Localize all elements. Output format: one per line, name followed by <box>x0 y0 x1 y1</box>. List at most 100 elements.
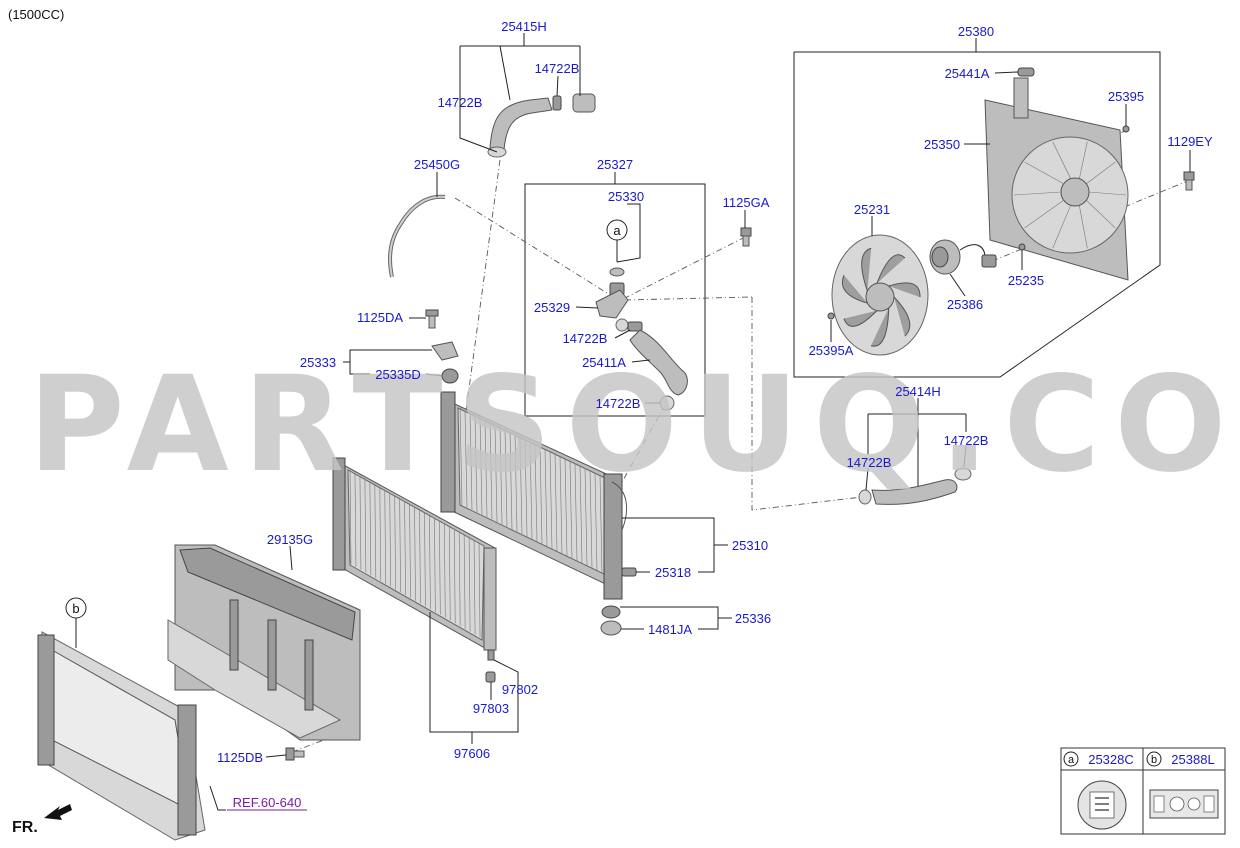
label-25335D[interactable]: 25335D <box>375 367 421 382</box>
label-1129EY[interactable]: 1129EY <box>1167 134 1213 149</box>
group-box-25380 <box>793 51 1161 378</box>
condenser-fin <box>409 503 411 598</box>
label-14722B-f[interactable]: 14722B <box>847 455 892 470</box>
shroud-spoke <box>1052 141 1071 179</box>
shroud-spoke <box>1079 205 1088 249</box>
condenser-fin <box>394 495 396 590</box>
radiator-fin <box>584 468 588 566</box>
label-25329[interactable]: 25329 <box>534 300 570 315</box>
label-25395[interactable]: 25395 <box>1108 89 1144 104</box>
callout-circle-a <box>606 219 628 241</box>
shroud-spoke <box>1013 191 1062 196</box>
label-25327[interactable]: 25327 <box>597 157 633 172</box>
radiator-fin <box>489 422 493 520</box>
legend-a-part[interactable]: 25328C <box>1088 752 1134 767</box>
radiator-fin <box>504 429 508 527</box>
radiator-fin <box>494 424 498 522</box>
label-25411A[interactable]: 25411A <box>582 355 626 370</box>
legend-b-letter: b <box>1151 754 1157 766</box>
radiator-fin <box>559 456 563 554</box>
condenser-97606 <box>332 457 497 661</box>
label-25386[interactable]: 25386 <box>947 297 983 312</box>
label-25330[interactable]: 25330 <box>608 189 644 204</box>
condenser-fin <box>424 512 426 607</box>
label-25231[interactable]: 25231 <box>854 202 890 217</box>
label-97606[interactable]: 97606 <box>454 746 490 761</box>
label-25333[interactable]: 25333 <box>300 355 336 370</box>
condenser-fin <box>389 492 392 587</box>
label-25395A[interactable]: 25395A <box>809 343 854 358</box>
condenser-fin <box>374 484 377 579</box>
condenser-fin <box>453 529 456 624</box>
label-29135G[interactable]: 29135G <box>267 532 313 547</box>
condenser-fin <box>468 537 471 632</box>
radiator-fin <box>574 463 578 561</box>
label-14722B-c[interactable]: 14722B <box>563 331 608 346</box>
label-1481JA[interactable]: 1481JA <box>648 622 692 637</box>
radiator-fin <box>524 439 528 537</box>
shroud-spoke <box>1024 199 1064 229</box>
plug-97803 <box>485 671 496 683</box>
radiator-fin <box>499 427 503 525</box>
callout-a-letter: a <box>613 223 621 238</box>
shroud-spoke <box>1086 200 1116 229</box>
label-14722B-d[interactable]: 14722B <box>596 396 641 411</box>
mount-25336 <box>600 605 622 636</box>
label-14722B-e[interactable]: 14722B <box>944 433 989 448</box>
fan-25231 <box>831 234 929 356</box>
label-1125GA[interactable]: 1125GA <box>723 195 770 210</box>
condenser-fin <box>349 469 352 565</box>
condenser-fin <box>458 531 461 626</box>
condenser-fin <box>443 523 446 618</box>
label-1125DB[interactable]: 1125DB <box>217 750 263 765</box>
label-25450G[interactable]: 25450G <box>414 157 460 172</box>
label-97802[interactable]: 97802 <box>502 682 538 697</box>
watermark-text: PARTSOUQ.COM <box>28 348 1240 502</box>
radiator-fin <box>564 458 568 556</box>
label-14722B-b[interactable]: 14722B <box>438 95 483 110</box>
label-25441A[interactable]: 25441A <box>945 66 990 81</box>
label-14722B-a[interactable]: 14722B <box>535 61 580 76</box>
shroud-spoke <box>1052 205 1071 249</box>
shroud-spoke <box>1079 141 1088 179</box>
label-25235[interactable]: 25235 <box>1008 273 1044 288</box>
condenser-fin <box>404 500 406 595</box>
variant-label: (1500CC) <box>8 7 64 22</box>
front-direction-label: FR. <box>12 819 38 836</box>
label-25310[interactable]: 25310 <box>732 538 768 553</box>
bracket-25333 <box>431 341 459 361</box>
overflow-hose-highlight <box>389 195 446 278</box>
condenser-fin <box>384 489 387 584</box>
fan-blade <box>841 275 868 304</box>
part-labels: 25415H 14722B 14722B 25450G 25327 25330 … <box>217 19 1213 811</box>
label-25350[interactable]: 25350 <box>924 137 960 152</box>
condenser-fin <box>414 506 416 601</box>
label-25415H[interactable]: 25415H <box>501 19 547 34</box>
radiator-fin <box>579 465 583 563</box>
label-1125DA[interactable]: 1125DA <box>357 310 403 325</box>
lower-hose-25411A <box>629 329 688 396</box>
label-25336[interactable]: 25336 <box>735 611 771 626</box>
label-97803[interactable]: 97803 <box>473 701 509 716</box>
radiator-fin <box>529 441 533 539</box>
label-25380[interactable]: 25380 <box>958 24 994 39</box>
label-25318[interactable]: 25318 <box>655 565 691 580</box>
radiator-fin <box>599 475 603 573</box>
upper-hose-25415H <box>487 93 596 158</box>
callout-circle-b <box>65 597 87 619</box>
leader-lines <box>75 33 1191 811</box>
label-25414H[interactable]: 25414H <box>895 384 941 399</box>
legend-b-part[interactable]: 25388L <box>1171 752 1214 767</box>
air-guard-29135G <box>167 544 361 741</box>
screw-25395 <box>1122 125 1130 133</box>
screw-25395A <box>827 312 835 320</box>
condenser-fin <box>434 517 436 612</box>
condenser-fin <box>369 481 372 576</box>
condenser-fin <box>448 526 451 621</box>
radiator-25310 <box>440 391 628 600</box>
ref-link-60-640[interactable]: REF.60-640 <box>233 795 302 810</box>
condenser-fin <box>419 509 421 604</box>
radiator-fin <box>509 432 513 530</box>
radiator-fin <box>479 417 483 515</box>
